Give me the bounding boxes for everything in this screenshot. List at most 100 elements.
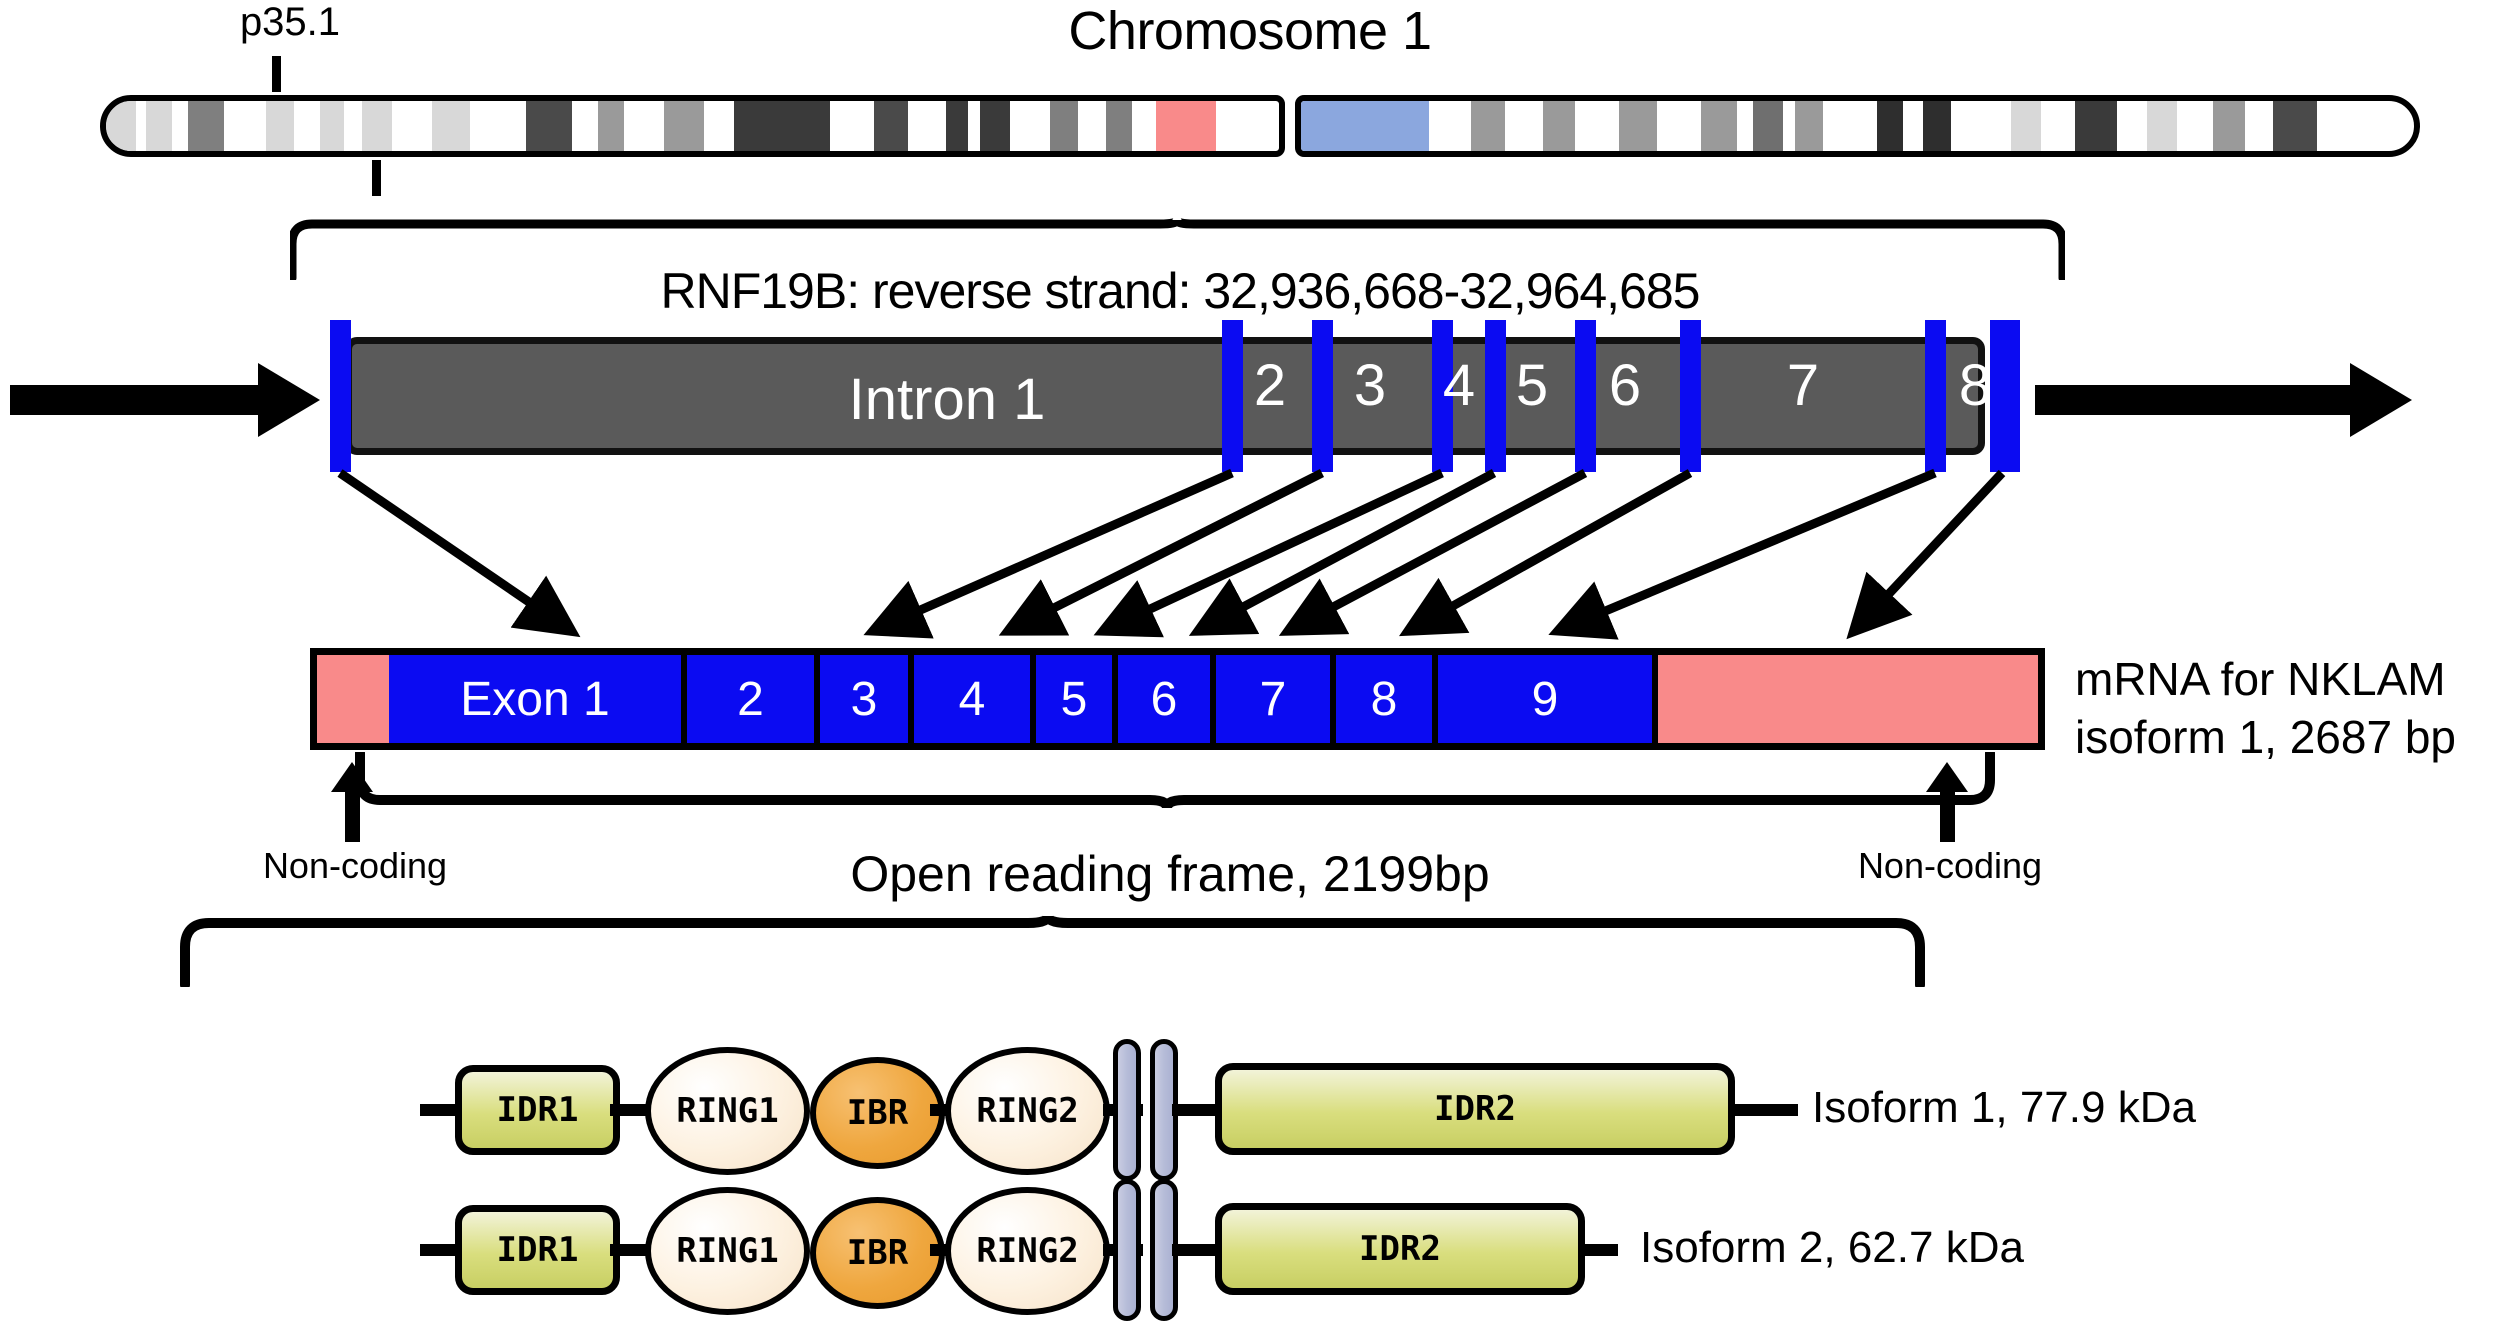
- genomic-exon-marker-2: [1222, 320, 1243, 472]
- chromosome-band-q-4: [1701, 101, 1737, 151]
- chromosome-band-q-6: [1795, 101, 1823, 151]
- open-reading-frame-label: Open reading frame, 2199bp: [850, 846, 1490, 902]
- iso2-linker-4: [1172, 1244, 1227, 1256]
- chromosome-ideogram: [100, 95, 2420, 157]
- genomic-exon-number-4: 4: [1442, 353, 1476, 418]
- chromosome-band-p-5: [362, 101, 392, 151]
- chromosome-band-p-8: [598, 101, 624, 151]
- mrna-exon-5: 5: [1036, 655, 1118, 743]
- mrna-utr-3prime: [1658, 655, 2038, 743]
- chromosome-band-q-10: [2075, 101, 2117, 151]
- iso2-domain-idr2: IDR2: [1215, 1203, 1585, 1295]
- chromosome-band-p-16: [1156, 101, 1216, 151]
- iso1-domain-idr2-label: IDR2: [1434, 1089, 1516, 1129]
- protein-isoform-1-row: IDR1 RING1 IBR RING2 IDR2 Isoform 1, 77.…: [0, 1035, 2500, 1185]
- iso2-domain-idr1: IDR1: [455, 1205, 620, 1295]
- chromosome-band-q-7: [1877, 101, 1903, 151]
- iso1-linker-4: [1172, 1104, 1227, 1116]
- mrna-exon-9: 9: [1438, 655, 1658, 743]
- iso1-domain-ring1: RING1: [645, 1047, 810, 1175]
- iso2-domain-idr1-label: IDR1: [496, 1230, 579, 1270]
- mrna-exon1-label: Exon 1: [460, 672, 610, 726]
- mrna-exon-number-7: 7: [1259, 672, 1287, 726]
- genomic-arrow-left: [258, 363, 320, 437]
- chromosome-band-q-8: [1923, 101, 1951, 151]
- mrna-exon-number-8: 8: [1370, 672, 1398, 726]
- chromosome-band-q-11: [2147, 101, 2177, 151]
- mrna-exon-number-5: 5: [1060, 672, 1088, 726]
- mrna-exon-number-3: 3: [850, 672, 878, 726]
- iso1-domain-ring2: RING2: [945, 1047, 1110, 1175]
- genomic-arrow-right: [2350, 363, 2412, 437]
- splicing-arrows: [0, 455, 2500, 670]
- iso1-c-terminus-line: [1728, 1104, 1798, 1116]
- mrna-exon-number-4: 4: [958, 672, 986, 726]
- noncoding-left-arrow-head: [331, 762, 373, 792]
- intron-region-box: Intron 1: [345, 337, 1985, 455]
- chromosome-band-p-15: [1106, 101, 1132, 151]
- brace-orf-to-protein: [180, 914, 1925, 990]
- chromosome-band-q-9: [2011, 101, 2041, 151]
- cytoband-label: p35.1: [239, 0, 341, 44]
- iso2-domain-ring1: RING1: [645, 1187, 810, 1315]
- brace-open-reading-frame: [355, 748, 1995, 810]
- brace-chromosome-to-gene: [287, 217, 2068, 283]
- iso1-linker-1: [610, 1104, 655, 1116]
- protein-isoform-2-row: IDR1 RING1 IBR RING2 IDR2 Isoform 2, 62.…: [0, 1175, 2500, 1325]
- chromosome-band-q-1: [1471, 101, 1505, 151]
- iso2-linker-1: [610, 1244, 655, 1256]
- p-arm-band-container: [106, 101, 1279, 151]
- iso2-domain-ring2: RING2: [945, 1187, 1110, 1315]
- iso2-domain-ibr-label: IBR: [846, 1233, 909, 1273]
- page-title: Chromosome 1: [1068, 1, 1432, 61]
- genomic-exon-marker-8: [1925, 320, 1946, 472]
- iso1-domain-ring2-label: RING2: [976, 1091, 1079, 1131]
- mrna-description-line1: mRNA for NKLAM: [2075, 653, 2446, 705]
- intron1-label: Intron 1: [848, 367, 1046, 432]
- genomic-exon-marker-9: [1990, 320, 2020, 472]
- genomic-exon-marker-1: [330, 320, 351, 472]
- mrna-exon-6: 6: [1118, 655, 1216, 743]
- chromosome-band-q-13: [2273, 101, 2317, 151]
- chromosome-band-q-2: [1543, 101, 1575, 151]
- chromosome-band-q-3: [1619, 101, 1657, 151]
- mrna-exon-number-9: 9: [1531, 672, 1559, 726]
- chromosome-band-q-12: [2213, 101, 2245, 151]
- chromosome-band-q-5: [1753, 101, 1783, 151]
- genomic-exon-number-3: 3: [1353, 353, 1387, 418]
- mrna-description-label: mRNA for NKLAM isoform 1, 2687 bp: [2075, 650, 2495, 766]
- iso2-c-terminus-line: [1578, 1244, 1618, 1256]
- genomic-exon-marker-5: [1485, 320, 1506, 472]
- noncoding-left-arrow-shaft: [345, 790, 360, 842]
- chromosome-band-p-3: [266, 101, 294, 151]
- noncoding-right-label: Non-coding: [1857, 845, 2043, 886]
- mrna-track: Exon 1 2 3 4 5 6 7 8 9: [310, 648, 2045, 750]
- q-arm-band-container: [1301, 101, 2414, 151]
- mrna-exon-2: 2: [687, 655, 820, 743]
- iso2-domain-ring1-label: RING1: [676, 1231, 779, 1271]
- iso1-domain-ibr: IBR: [810, 1057, 945, 1169]
- chromosome-band-q-0: [1301, 101, 1429, 151]
- genomic-exon-number-5: 5: [1515, 353, 1549, 418]
- iso1-domain-idr1-label: IDR1: [496, 1090, 579, 1130]
- cytoband-tick-marker: [272, 56, 281, 92]
- genomic-exon-number-6: 6: [1608, 353, 1642, 418]
- chromosome-p-arm: [100, 95, 1285, 157]
- iso1-domain-idr1: IDR1: [455, 1065, 620, 1155]
- chromosome-band-p-9: [664, 101, 704, 151]
- chromosome-band-p-11: [874, 101, 908, 151]
- mrna-exon-3: 3: [820, 655, 914, 743]
- mrna-exon-1: Exon 1: [389, 655, 687, 743]
- chromosome-q-arm: [1295, 95, 2420, 157]
- iso1-tm-helix-1: [1113, 1039, 1141, 1181]
- chromosome-band-p-10: [734, 101, 830, 151]
- cytoband-tick-marker-lower: [372, 160, 381, 196]
- gene-location-label: RNF19B: reverse strand: 32,936,668-32,96…: [660, 263, 1700, 319]
- genomic-exon-marker-7: [1680, 320, 1701, 472]
- mrna-exon-4: 4: [914, 655, 1036, 743]
- iso2-domain-ring2-label: RING2: [976, 1231, 1079, 1271]
- mrna-utr-5prime: [317, 655, 389, 743]
- chromosome-band-p-13: [980, 101, 1010, 151]
- iso2-domain-idr2-label: IDR2: [1359, 1229, 1441, 1269]
- iso1-label: Isoform 1, 77.9 kDa: [1812, 1083, 2196, 1132]
